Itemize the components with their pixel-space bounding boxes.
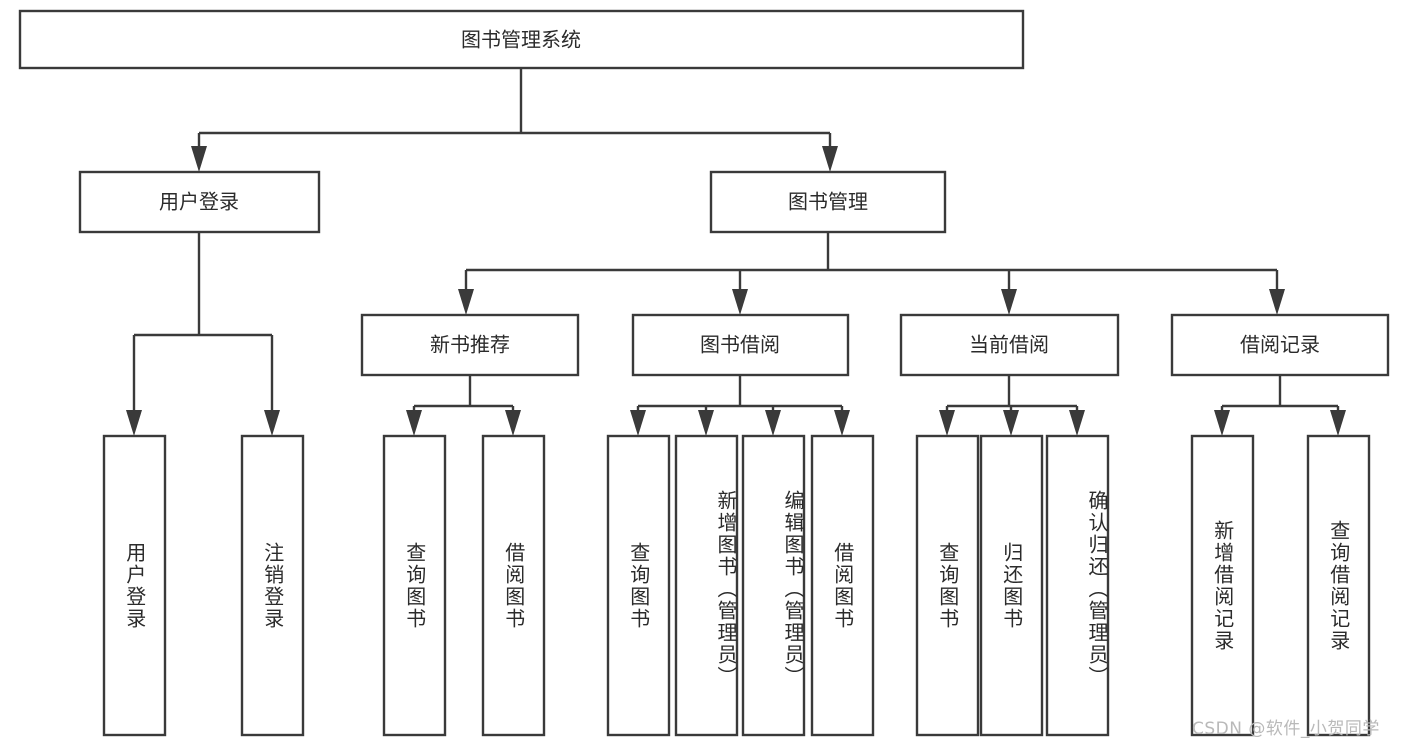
- arrow-head-icon: [1330, 410, 1346, 436]
- arrow-head-icon: [732, 289, 748, 315]
- node-user-login[interactable]: 用户登录: [78, 170, 321, 234]
- node-current-borrow[interactable]: 当前借阅: [899, 313, 1120, 377]
- leaf-box-user-login[interactable]: [102, 434, 167, 737]
- node-root[interactable]: 图书管理系统: [18, 9, 1025, 70]
- node-current-borrow-label: 当前借阅: [969, 333, 1049, 357]
- arrow-head-icon: [1001, 289, 1017, 315]
- node-borrow-records[interactable]: 借阅记录: [1170, 313, 1390, 377]
- leaf-box-query-book-1[interactable]: [382, 434, 447, 737]
- connector-book-management-to-level3: [458, 232, 1285, 315]
- node-root-label: 图书管理系统: [461, 28, 581, 52]
- arrow-head-icon: [505, 410, 521, 436]
- connector-book-borrow-to-leaves: [630, 375, 850, 436]
- leaf-box-add-borrow-record[interactable]: [1190, 434, 1255, 737]
- arrow-head-icon: [191, 146, 207, 172]
- arrow-head-icon: [264, 410, 280, 436]
- arrow-head-icon: [822, 146, 838, 172]
- watermark-text: CSDN @软件_小贺同学: [1192, 719, 1380, 739]
- node-user-login-label: 用户登录: [159, 190, 239, 214]
- node-new-book-recommend-label: 新书推荐: [430, 333, 510, 357]
- leaf-box-query-borrow-record[interactable]: [1306, 434, 1371, 737]
- leaf-box-query-book-3[interactable]: [915, 434, 980, 737]
- leaf-box-borrow-book-2[interactable]: [810, 434, 875, 737]
- arrow-head-icon: [458, 289, 474, 315]
- connector-borrow-records-to-leaves: [1214, 375, 1346, 436]
- node-current-borrow-rect[interactable]: [899, 313, 1120, 377]
- arrow-head-icon: [1003, 410, 1019, 436]
- leaf-box-query-book-2[interactable]: [606, 434, 671, 737]
- leaf-box-edit-book-admin[interactable]: [741, 434, 806, 737]
- connector-new-book-recommend-to-leaves: [406, 375, 521, 436]
- node-book-management[interactable]: 图书管理: [709, 170, 947, 234]
- node-borrow-records-label: 借阅记录: [1240, 333, 1320, 357]
- node-book-management-label: 图书管理: [788, 190, 868, 214]
- arrow-head-icon: [1269, 289, 1285, 315]
- leaf-box-return-book[interactable]: [979, 434, 1044, 737]
- leaf-box-add-book-admin[interactable]: [674, 434, 739, 737]
- node-root-rect[interactable]: [18, 9, 1025, 70]
- arrow-head-icon: [126, 410, 142, 436]
- arrow-head-icon: [939, 410, 955, 436]
- arrow-head-icon: [765, 410, 781, 436]
- connector-current-borrow-to-leaves: [939, 375, 1085, 436]
- connector-user-login-to-leaves: [126, 232, 280, 436]
- arrow-head-icon: [1069, 410, 1085, 436]
- arrow-head-icon: [698, 410, 714, 436]
- arrow-head-icon: [1214, 410, 1230, 436]
- connector-root-to-level2: [191, 68, 838, 172]
- leaf-box-logout[interactable]: [240, 434, 305, 737]
- arrow-head-icon: [406, 410, 422, 436]
- leaf-box-confirm-return-admin[interactable]: [1045, 434, 1110, 737]
- node-book-borrow[interactable]: 图书借阅: [631, 313, 850, 377]
- node-user-login-rect[interactable]: [78, 170, 321, 234]
- node-book-borrow-label: 图书借阅: [700, 333, 780, 357]
- node-new-book-recommend[interactable]: 新书推荐: [360, 313, 580, 377]
- node-new-book-recommend-rect[interactable]: [360, 313, 580, 377]
- arrow-head-icon: [834, 410, 850, 436]
- leaf-box-borrow-book-1[interactable]: [481, 434, 546, 737]
- arrow-head-icon: [630, 410, 646, 436]
